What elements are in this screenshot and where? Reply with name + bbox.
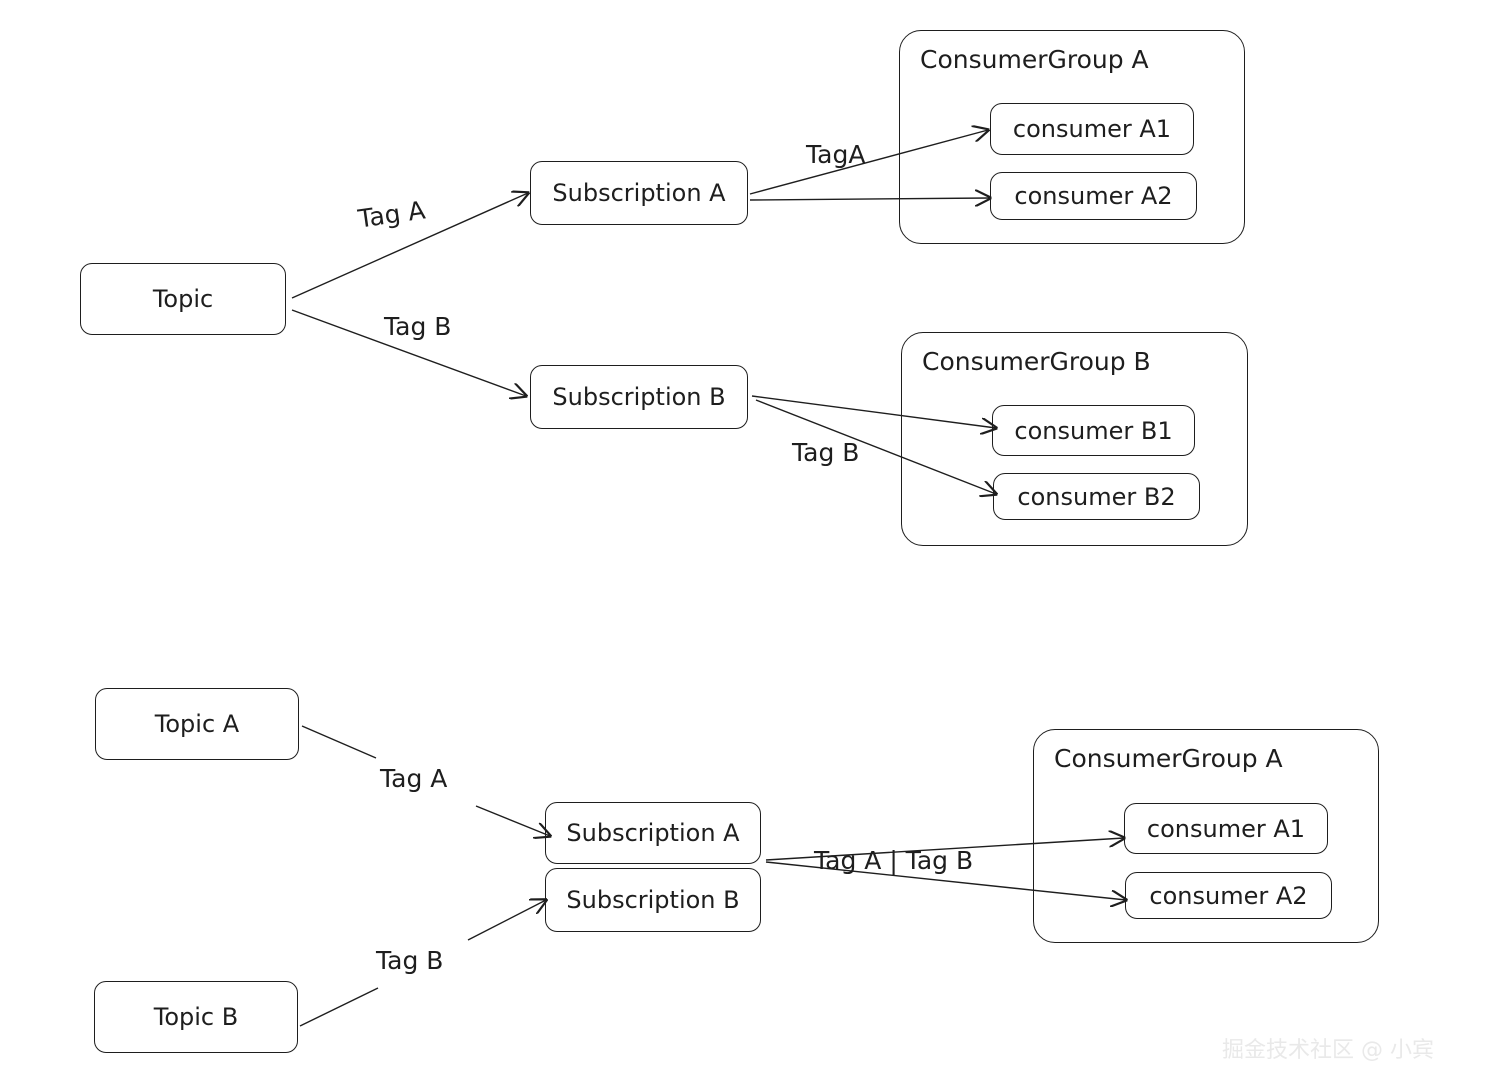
arrow-topic-to-sub-b (291, 309, 526, 396)
consumer-group-b-title: ConsumerGroup B (922, 347, 1151, 376)
consumer-a2-node: consumer A2 (990, 172, 1197, 220)
consumer-a1-node-2: consumer A1 (1124, 803, 1328, 854)
topic-a-label: Topic A (154, 710, 240, 738)
topic-b-label: Topic B (153, 1003, 239, 1031)
edge-label-sub-b-consumers: Tag B (792, 438, 860, 467)
edge-label-sub-a-consumers: TagA (806, 140, 866, 169)
topic-node: Topic (80, 263, 286, 335)
consumer-group-a-2: ConsumerGroup A (1033, 729, 1379, 943)
edge-label-subs-consumers: Tag A | Tag B (814, 846, 974, 875)
arrow-topic-to-sub-a (291, 193, 528, 299)
arrow-sub-a-to-consumer-a1 (749, 130, 988, 195)
consumer-b1-node: consumer B1 (992, 405, 1195, 456)
arrow-topic-b-to-sub-b-tail (299, 987, 379, 1027)
topic-b-node: Topic B (94, 981, 298, 1053)
watermark: 掘金技术社区 @ 小宾 (1222, 1038, 1434, 1063)
consumer-group-a-title: ConsumerGroup A (920, 45, 1149, 74)
arrow-sub-b-to-consumer-b2 (755, 399, 996, 494)
consumer-b1-label: consumer B1 (1014, 416, 1173, 445)
subscription-b-label-2: Subscription B (566, 886, 740, 914)
consumer-b2-label: consumer B2 (1017, 482, 1176, 511)
arrow-sub-a-to-consumer-a2 (749, 198, 990, 200)
edge-label-topic-a: Tag A (380, 764, 448, 793)
subscription-b-node-2: Subscription B (545, 868, 761, 932)
topic-label: Topic (152, 285, 214, 313)
consumer-a1-label-2: consumer A1 (1146, 814, 1306, 843)
consumer-a2-label-2: consumer A2 (1149, 881, 1308, 910)
consumer-group-a-2-title: ConsumerGroup A (1054, 744, 1283, 773)
arrow-subs-to-consumer-a2 (765, 861, 1126, 900)
consumer-group-b: ConsumerGroup B (901, 332, 1248, 546)
subscription-b-label: Subscription B (552, 383, 726, 411)
consumer-a1-label: consumer A1 (1012, 115, 1172, 143)
subscription-a-label: Subscription A (552, 179, 726, 207)
arrow-topic-a-to-sub-a (301, 725, 377, 759)
arrow-topic-a-to-sub-a-head (475, 805, 550, 836)
consumer-group-a: ConsumerGroup A (899, 30, 1245, 244)
subscription-b-node: Subscription B (530, 365, 748, 429)
consumer-b2-node: consumer B2 (993, 473, 1200, 520)
subscription-a-node-2: Subscription A (545, 802, 761, 864)
arrow-subs-to-consumer-a1 (765, 838, 1124, 861)
edge-label-topic-b: Tag B (376, 946, 444, 975)
edge-label-topic-sub-b: Tag B (384, 312, 452, 341)
subscription-a-node: Subscription A (530, 161, 748, 225)
consumer-a1-node: consumer A1 (990, 103, 1194, 155)
arrow-sub-b-to-consumer-b1 (751, 395, 996, 428)
arrow-topic-b-to-sub-b-head (467, 900, 546, 941)
topic-a-node: Topic A (95, 688, 299, 760)
consumer-a2-node-2: consumer A2 (1125, 872, 1332, 919)
consumer-a2-label: consumer A2 (1014, 182, 1173, 210)
subscription-a-label-2: Subscription A (566, 819, 740, 847)
